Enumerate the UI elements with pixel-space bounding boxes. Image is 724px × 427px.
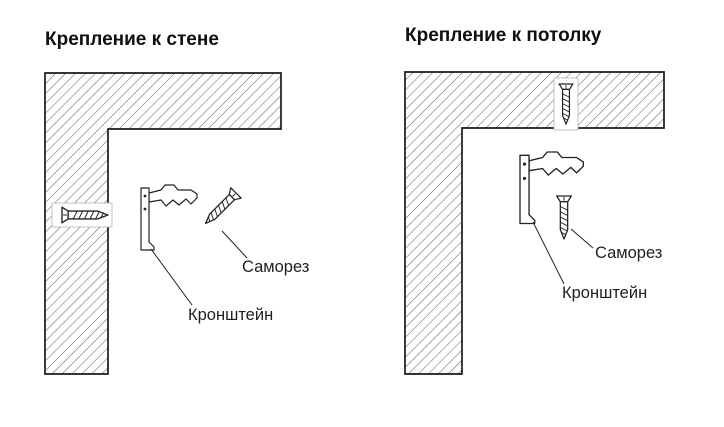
wall-cross-section	[44, 72, 282, 375]
bracket-icon	[140, 184, 198, 251]
screw-leader-line	[221, 230, 248, 259]
wall-anchor-screw-icon	[51, 202, 113, 228]
bracket-icon	[519, 151, 584, 225]
screw-icon	[556, 195, 572, 240]
ceiling-mounting-title: Крепление к потолку	[405, 25, 602, 46]
bracket-leader-line	[150, 248, 193, 306]
wall-mounting-title: Крепление к стене	[45, 29, 219, 50]
bracket-label: Кронштейн	[188, 306, 273, 324]
ceiling-mounting-diagram: Крепление к потолку Саморез Кронштейн	[404, 25, 665, 375]
screw-icon	[199, 187, 242, 230]
screw-leader-line	[570, 228, 594, 249]
wall-mounting-diagram: Крепление к стене Саморез Кронштейн	[44, 29, 309, 375]
screw-label: Саморез	[595, 244, 662, 262]
bracket-label: Кронштейн	[562, 284, 647, 302]
screw-label: Саморез	[242, 258, 309, 276]
ceiling-cross-section	[404, 71, 665, 375]
bracket-leader-line	[532, 221, 565, 285]
ceiling-anchor-screw-icon	[553, 77, 579, 131]
